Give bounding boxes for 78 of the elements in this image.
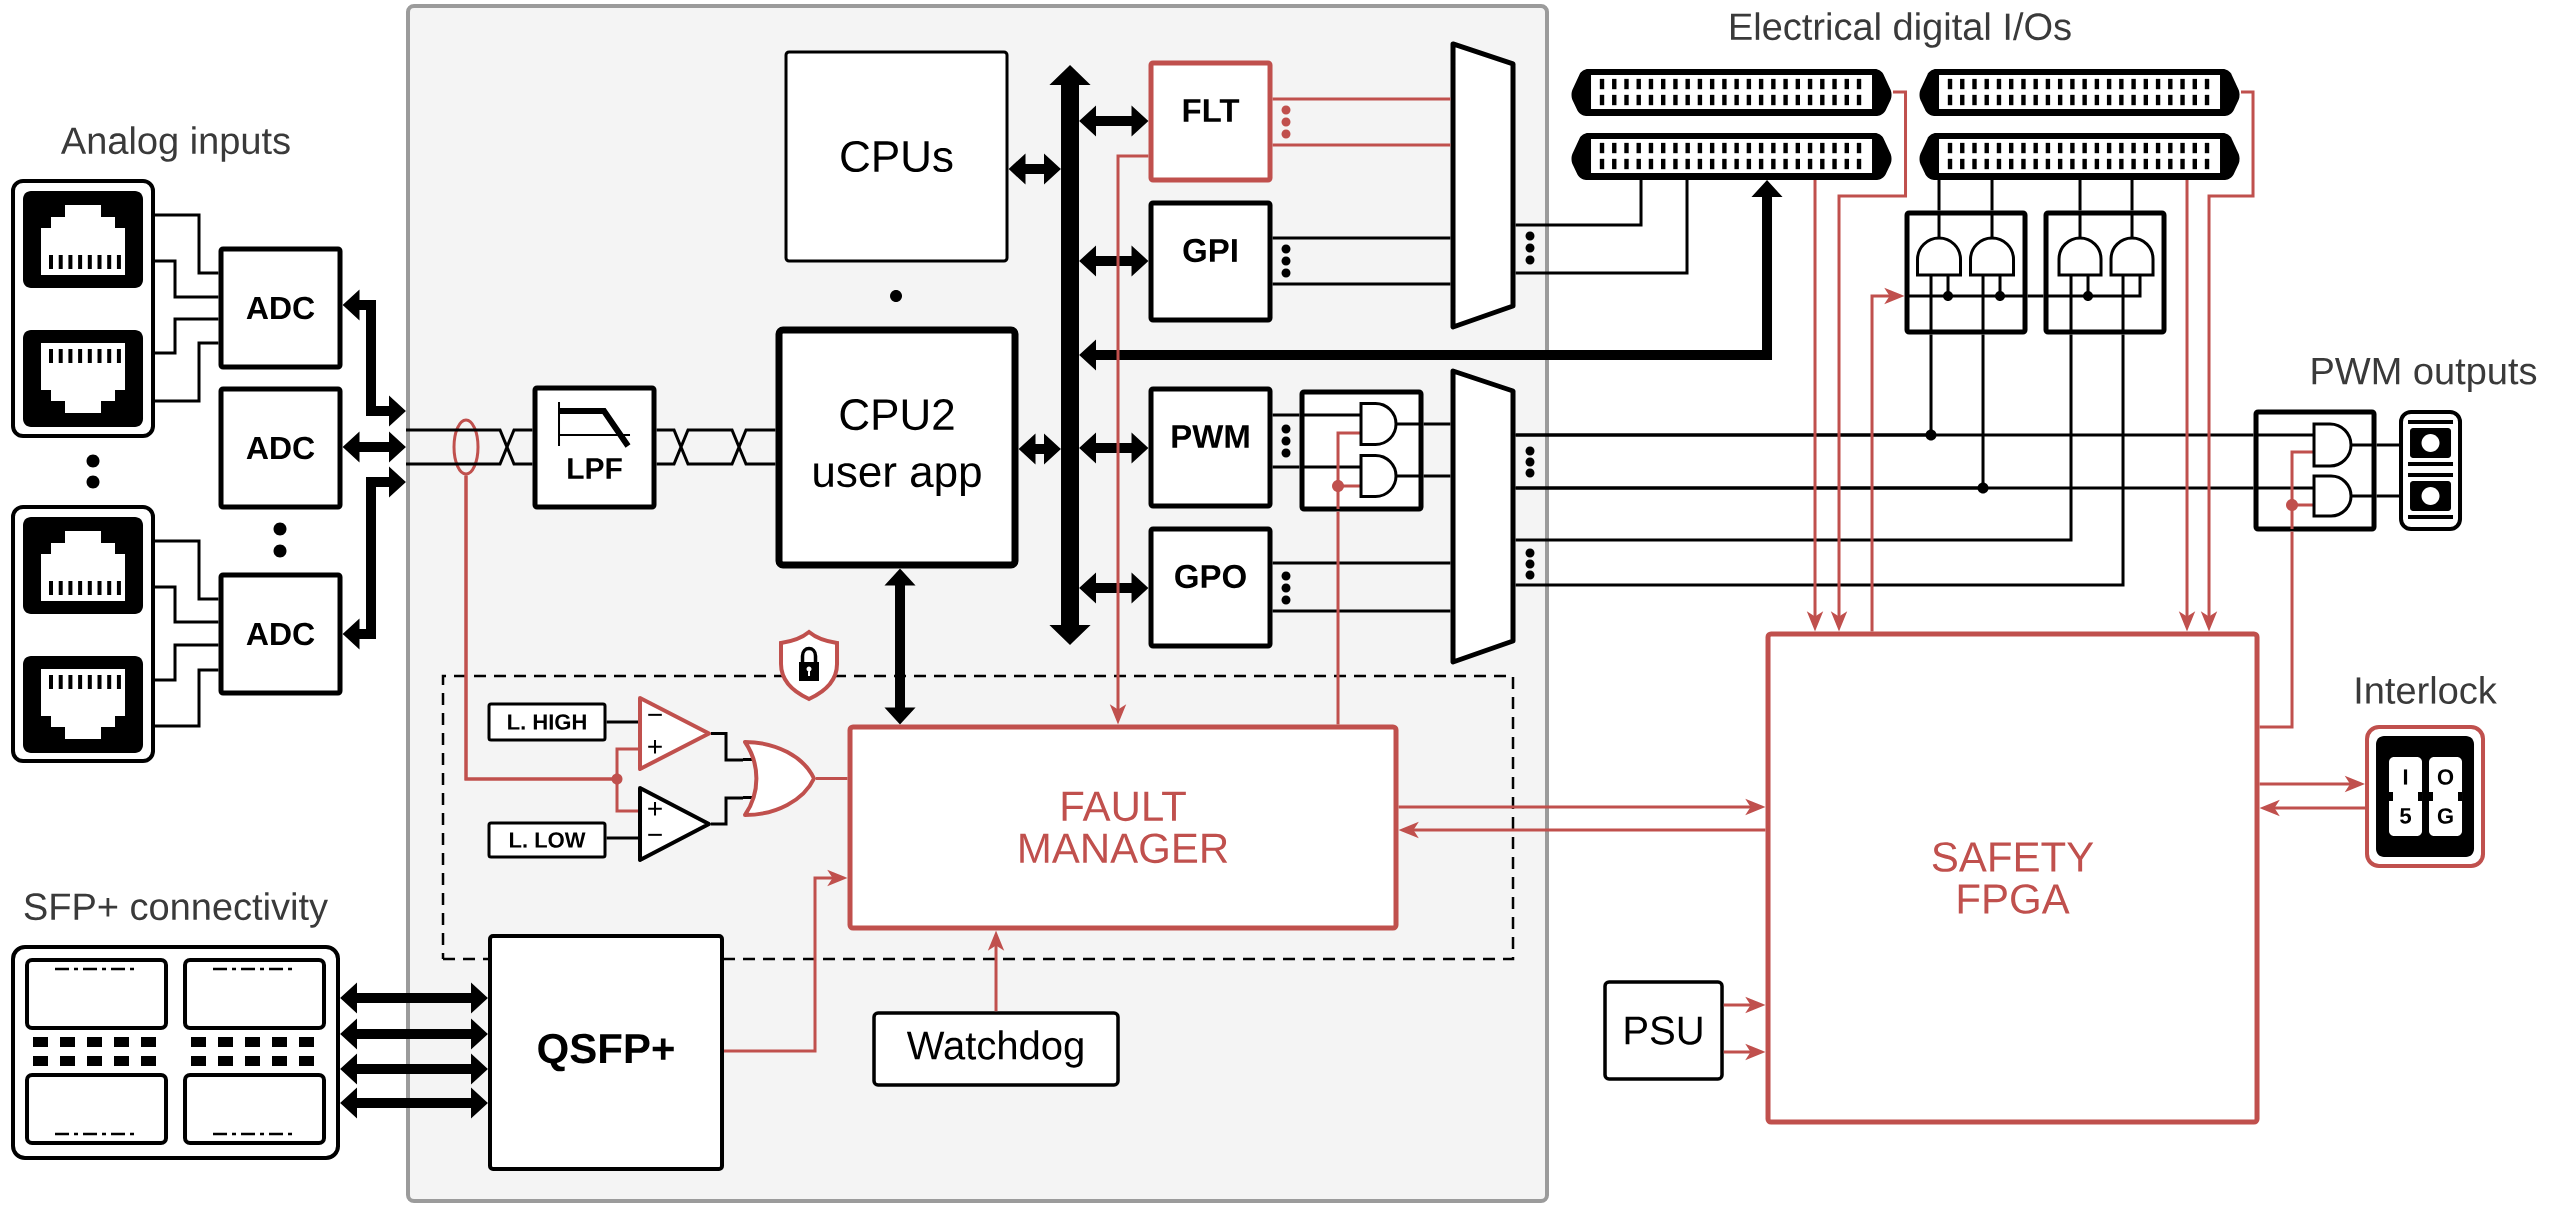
multiplexer [1450,41,1516,330]
line [711,732,743,762]
block: GPI [1148,200,1273,323]
line [1272,282,1451,286]
gate-box [1299,389,1424,512]
connector [1571,69,1892,116]
line [155,213,219,275]
twisted-pair [404,428,534,466]
line [155,317,219,355]
connector [1919,69,2240,116]
filter-block: LPF [532,385,657,510]
connector [1919,133,2240,180]
gate-box [2253,409,2377,532]
block: ADC [218,386,343,510]
comparator: − + [638,696,711,771]
block: FLT [1148,60,1273,183]
heading: Analog inputs [60,126,290,162]
heading: Interlock [2356,676,2497,704]
block: QSFP+ [488,934,724,1171]
block: CPU2 user app [775,326,1019,569]
line [155,539,219,601]
line [606,836,638,840]
gate-box [2043,210,2167,335]
line [1515,334,2125,587]
line [816,777,848,780]
dashed-region [441,674,1515,961]
line [155,341,219,403]
line [2376,443,2399,447]
line [1336,511,1340,725]
line [155,585,219,624]
block: ADC [218,572,343,696]
line [1990,180,1994,211]
line [1272,413,1300,417]
line [1272,236,1451,240]
threshold-box: L. LOW [487,821,607,859]
line [1272,97,1451,101]
comparator: + − [638,786,711,862]
line [711,796,743,826]
line [1272,609,1451,613]
line [1937,180,1941,211]
block: CPUs [784,50,1009,263]
block: PWM [1148,386,1273,509]
jack-panel [11,505,155,763]
gate-box [1904,210,2028,335]
twisted-pair [655,428,777,466]
line [1272,143,1451,147]
block: SAFETY FPGA [1765,631,2260,1125]
heading: Electrical digital I/Os [1731,12,2071,48]
line [1423,474,1451,478]
heading: SFP+ connectivity [24,892,328,928]
line [1515,180,1643,227]
line [606,720,638,724]
line [155,643,219,682]
sensor-ring [452,418,480,476]
line [2259,531,2294,729]
block: PSU [1603,980,1724,1081]
line [155,259,219,299]
line [1272,465,1300,469]
line [1515,180,1689,275]
heading: PWM outputs [2312,358,2537,392]
block: FAULT MANAGER [847,724,1399,931]
line [1423,422,1451,426]
line [1515,334,2073,542]
connector: I O 5 G [2365,725,2485,868]
line [1515,334,1985,490]
line [2376,494,2399,498]
line [1272,561,1451,565]
block: GPO [1148,526,1273,649]
threshold-box: L. HIGH [487,702,607,742]
line [2078,180,2082,211]
line [2130,180,2134,211]
multiplexer [1450,368,1516,665]
line [2027,294,2044,298]
or-gate [741,740,816,817]
line [155,668,219,728]
line [1515,334,1933,437]
block: ADC [218,246,343,370]
block: Watchdog [872,1011,1120,1087]
